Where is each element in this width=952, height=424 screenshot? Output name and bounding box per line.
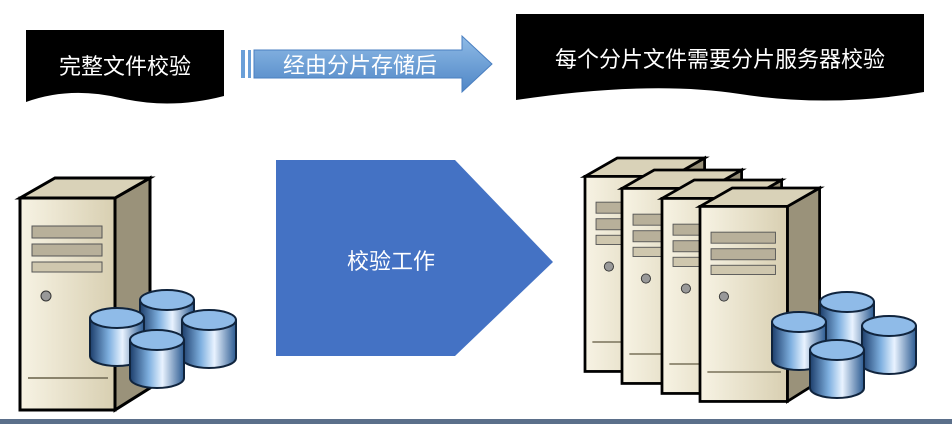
source-label-banner [26, 30, 224, 104]
work-arrow-label: 校验工作 [346, 250, 435, 275]
bottom-divider [0, 419, 952, 424]
storage-arrow [241, 34, 493, 94]
target-label: 每个分片文件需要分片服务器校验 [554, 48, 885, 73]
source-label: 完整文件校验 [58, 55, 191, 80]
storage-arrow-label: 经由分片存储后 [282, 54, 437, 79]
work-arrow-shape [276, 160, 553, 356]
target-label-banner [516, 14, 924, 101]
